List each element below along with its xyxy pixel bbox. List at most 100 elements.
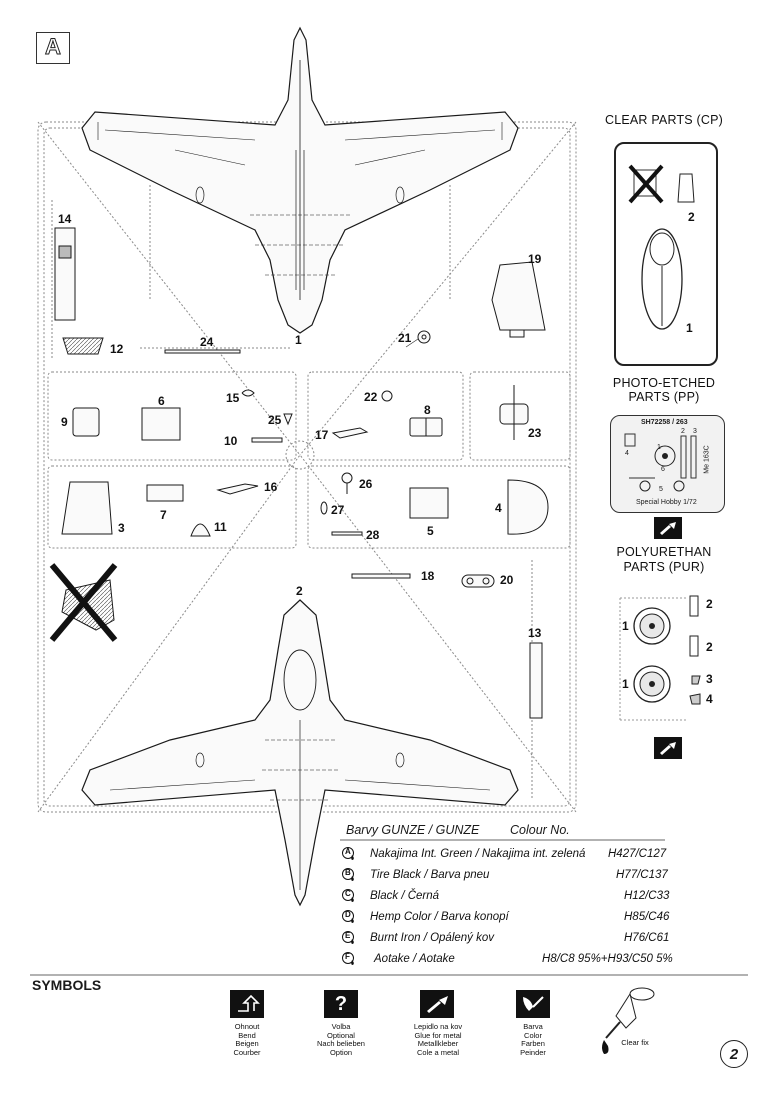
fret-number-1: 1 (657, 444, 661, 451)
colour-header-left: Barvy GUNZE / GUNZE (346, 823, 480, 837)
part-14 (54, 227, 76, 321)
sprue-label-20: 20 (500, 573, 514, 587)
clear-fix-icon (602, 987, 655, 1054)
part-3 (61, 481, 113, 535)
fret-brand: Special Hobby 1/72 (636, 499, 697, 506)
colour-letter-d: D (345, 910, 351, 919)
sprue-label-9: 9 (61, 415, 68, 429)
sprue-label-27: 27 (331, 503, 345, 517)
part-22 (381, 390, 393, 402)
colour-code-b: H77/C137 (616, 869, 668, 881)
colour-row-b: B Tire Black / Barva pneu H77/C137 (342, 867, 732, 887)
colour-drop-a-icon (342, 847, 354, 860)
colour-code-e: H76/C61 (624, 932, 670, 944)
sprue-label-4: 4 (495, 501, 502, 515)
colour-name-a: Nakajima Int. Green / Nakajima int. zele… (370, 848, 586, 860)
part-25 (283, 413, 293, 426)
part-10 (251, 437, 283, 443)
airframe-part-1 (81, 26, 519, 334)
sprue-label-12: 12 (110, 342, 124, 356)
photo-etched-fret: SH72258 / 263 Special Hobby 1/72 Me 163C… (610, 415, 725, 513)
clear-parts-panel: 2 1 (614, 142, 718, 366)
fret-drawing (624, 433, 697, 492)
colour-letter-f: F (345, 952, 350, 961)
part-27 (320, 501, 328, 515)
sprue-label-11: 11 (214, 520, 227, 534)
colour-code-a: H427/C127 (608, 848, 667, 860)
colour-row-d: D Hemp Color / Barva konopí H85/C46 (342, 909, 732, 929)
colour-name-e: Burnt Iron / Opálený kov (370, 932, 495, 944)
colour-letter-a: A (345, 847, 351, 856)
polyurethan-title-2: PARTS (PUR) (623, 560, 705, 574)
sprue-label-13: 13 (528, 626, 542, 640)
part-12 (62, 337, 104, 355)
colour-row-a: A Nakajima Int. Green / Nakajima int. ze… (342, 846, 732, 866)
sprue-label-16: 16 (264, 480, 278, 494)
part-4 (507, 479, 549, 535)
page-number-badge: 2 (720, 1040, 748, 1068)
polyurethan-title-1: POLYURETHAN (616, 545, 712, 559)
sprue-label-18: 18 (421, 569, 435, 583)
polyurethan-glue-icon (654, 737, 682, 759)
sprue-label-7: 7 (160, 508, 167, 522)
symbol-bend-text: Ohnout Bend Beigen Courber (233, 1022, 261, 1057)
sprue-label-2: 2 (296, 584, 303, 598)
sprue-label-25: 25 (268, 413, 282, 427)
sheet-letter: A (45, 34, 62, 60)
sprue-label-14: 14 (58, 212, 72, 226)
optional-icon: ? (324, 990, 358, 1018)
sprue-label-15: 15 (226, 391, 240, 405)
optional-glyph: ? (334, 992, 348, 1015)
fret-code: SH72258 / 263 (641, 419, 688, 426)
colour-letter-b: B (345, 868, 351, 877)
part-15 (241, 389, 255, 397)
sprue-label-28: 28 (366, 528, 380, 542)
sprue-label-3: 3 (118, 521, 125, 535)
bend-icon (230, 990, 264, 1018)
clear-parts-drawing (628, 164, 695, 330)
part-5 (409, 487, 449, 519)
part-23 (499, 385, 529, 440)
fret-number-3: 3 (693, 428, 697, 435)
sheet-letter-box: A (36, 32, 70, 64)
colour-name-c: Black / Černá (370, 890, 440, 902)
pur-label-3: 3 (706, 672, 713, 686)
colour-letter-c: C (345, 889, 351, 898)
fret-number-5: 5 (659, 486, 663, 493)
pur-label-2b: 2 (706, 640, 713, 654)
part-13 (529, 642, 543, 719)
colour-drop-c-icon (342, 889, 354, 902)
colour-row-c: C Black / Černá H12/C33 (342, 888, 732, 908)
part-16 (216, 483, 259, 495)
colour-name-d: Hemp Color / Barva konopí (370, 911, 509, 923)
colour-row-e: E Burnt Iron / Opálený kov H76/C61 (342, 930, 732, 950)
clear-part-label-1: 1 (686, 321, 693, 335)
part-26 (341, 472, 353, 484)
pur-label-1a: 1 (622, 619, 629, 633)
photo-etched-glue-icon (654, 517, 682, 539)
colour-code-f: H8/C8 95%+H93/C50 5% (542, 953, 673, 965)
clear-parts-title: CLEAR PARTS (CP) (604, 113, 724, 127)
sprue-label-1: 1 (295, 333, 302, 347)
fret-number-6: 6 (661, 466, 665, 473)
sprue-label-21: 21 (398, 331, 412, 345)
polyurethan-drawing (619, 595, 701, 721)
photo-etched-title-1: PHOTO-ETCHED (612, 376, 716, 390)
colour-code-d: H85/C46 (624, 911, 670, 923)
part-18 (351, 573, 411, 579)
pur-label-2a: 2 (706, 597, 713, 611)
part-17 (331, 427, 369, 439)
airframe-part-2 (81, 599, 519, 907)
part-24 (164, 349, 241, 354)
symbol-clear-fix-text: Clear fix (621, 1038, 649, 1047)
part-19 (491, 261, 546, 331)
sprue-label-17: 17 (315, 428, 329, 442)
sprue-label-10: 10 (224, 434, 238, 448)
colour-row-f: F Aotake / Aotake H8/C8 95%+H93/C50 5% (342, 951, 732, 971)
colour-drop-e-icon (342, 931, 354, 944)
sprue-label-22: 22 (364, 390, 378, 404)
symbols-title: SYMBOLS (32, 977, 102, 993)
pur-label-1b: 1 (622, 677, 629, 691)
glue-metal-icon (420, 990, 454, 1018)
colour-header-right: Colour No. (510, 823, 570, 837)
